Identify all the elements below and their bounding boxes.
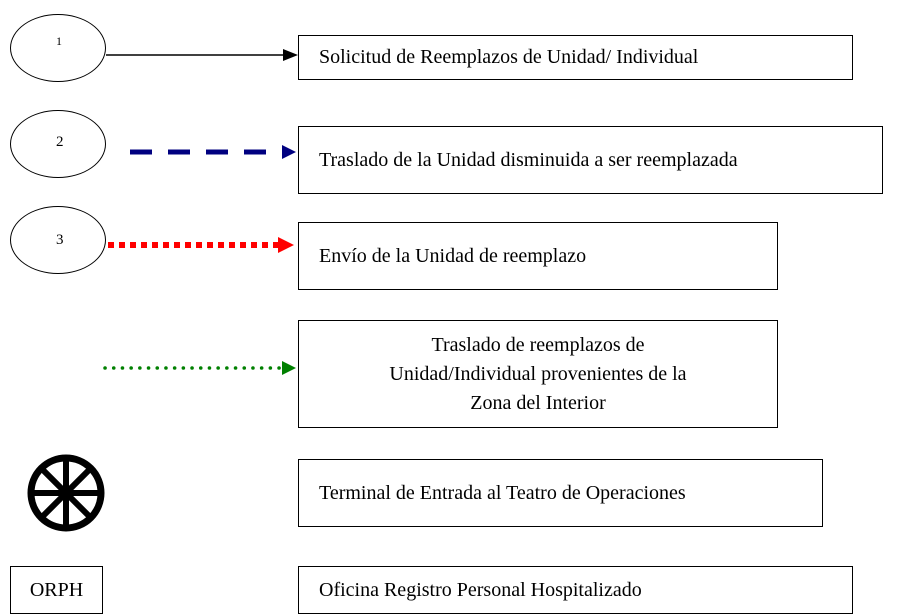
legend-box-3: Envío de la Unidad de reemplazo bbox=[298, 222, 778, 290]
spoked-wheel-icon bbox=[27, 454, 105, 532]
legend-circle-1 bbox=[10, 14, 106, 82]
legend-number-3: 3 bbox=[56, 232, 64, 248]
legend-label-4-line-3: Zona del Interior bbox=[470, 391, 606, 414]
legend-label-6: Oficina Registro Personal Hospitalizado bbox=[319, 578, 642, 601]
legend-circle-3 bbox=[10, 206, 106, 274]
square-dotted-arrow bbox=[108, 237, 294, 253]
legend-number-2: 2 bbox=[56, 134, 64, 150]
solid-arrow bbox=[106, 49, 298, 61]
legend-label-3: Envío de la Unidad de reemplazo bbox=[319, 244, 587, 267]
legend-label-2: Traslado de la Unidad disminuida a ser r… bbox=[319, 148, 738, 171]
legend-box-1: Solicitud de Reemplazos de Unidad/ Indiv… bbox=[298, 35, 853, 80]
legend-box-4: Traslado de reemplazos de Unidad/Individ… bbox=[298, 320, 778, 428]
legend-box-2: Traslado de la Unidad disminuida a ser r… bbox=[298, 126, 883, 194]
legend-circle-2 bbox=[10, 110, 106, 178]
legend-box-5: Terminal de Entrada al Teatro de Operaci… bbox=[298, 459, 823, 527]
legend-label-1: Solicitud de Reemplazos de Unidad/ Indiv… bbox=[319, 46, 699, 68]
round-dotted-arrow bbox=[103, 361, 296, 375]
legend-number-1: 1 bbox=[56, 34, 62, 48]
orph-symbol-label: ORPH bbox=[29, 578, 84, 601]
legend-label-5: Terminal de Entrada al Teatro de Operaci… bbox=[319, 481, 686, 504]
legend-label-4-line-2: Unidad/Individual provenientes de la bbox=[389, 362, 687, 385]
legend-label-4-line-1: Traslado de reemplazos de bbox=[431, 333, 645, 356]
dashed-arrow bbox=[130, 145, 296, 159]
